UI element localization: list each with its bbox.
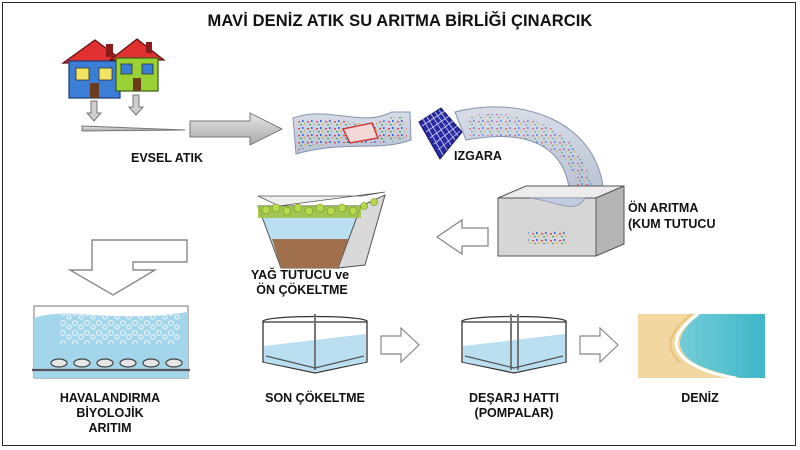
- discharge-tank: [461, 314, 567, 374]
- label-desarj-line1: DEŞARJ HATTI: [468, 391, 560, 405]
- house-green-icon: [108, 38, 166, 92]
- sewage-pipe-arrow: [81, 112, 284, 146]
- label-evsel-atik: EVSEL ATIK: [130, 151, 203, 165]
- label-deniz: DENİZ: [681, 391, 719, 405]
- diagram-title: MAVİ DENİZ ATIK SU ARITMA BİRLİĞİ ÇINARC…: [207, 12, 593, 30]
- grit-chamber-tank: [497, 185, 625, 257]
- down-arrow-to-aeration: [67, 239, 188, 296]
- down-arrow-icon: [85, 94, 145, 122]
- label-desarj-line2: (POMPALAR): [474, 406, 554, 420]
- right-arrow: [380, 326, 420, 364]
- label-havalandirma-line1: HAVALANDIRMA: [59, 391, 161, 405]
- screen-grid-icon: [418, 107, 463, 160]
- house-red-icon: [61, 39, 128, 99]
- label-on-aritma-line1: ÖN ARITMA: [628, 201, 699, 215]
- left-arrow: [435, 218, 489, 256]
- label-on-aritma-line2: (KUM TUTUCU: [628, 217, 716, 231]
- grease-trap-tank: [257, 191, 386, 269]
- aeration-tank: [32, 305, 190, 379]
- label-son-cokeltme: SON ÇÖKELTME: [265, 391, 365, 405]
- final-clarifier-tank: [262, 314, 368, 374]
- label-yag-tutucu-line1: YAĞ TUTUCU ve: [250, 268, 350, 282]
- right-arrow: [579, 326, 619, 364]
- sea-beach-image: [638, 312, 765, 380]
- label-yag-tutucu-line2: ÖN ÇÖKELTME: [256, 283, 348, 297]
- label-havalandirma-line2: BİYOLOJİK: [76, 406, 144, 420]
- label-izgara: IZGARA: [454, 149, 502, 163]
- label-havalandirma-line3: ARITIM: [88, 421, 132, 435]
- waste-stream: [292, 111, 412, 155]
